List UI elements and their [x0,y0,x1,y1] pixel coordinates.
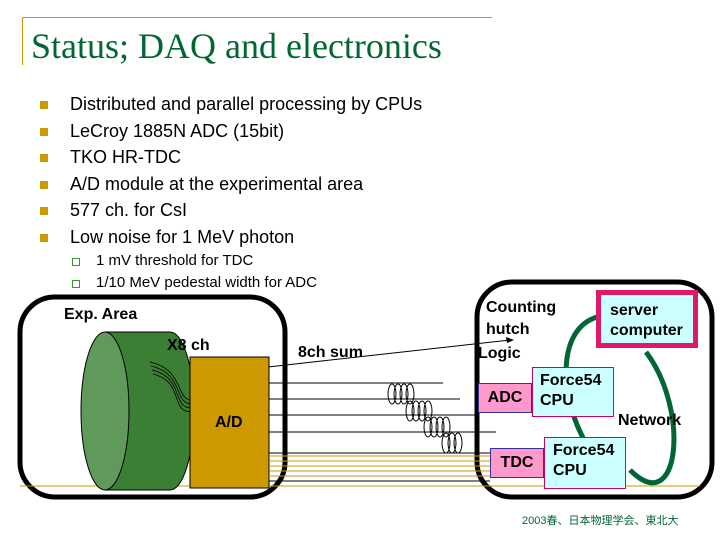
delay-coils [387,383,463,454]
bullet-item: TKO HR-TDC [40,145,422,172]
title-top-rule [22,17,492,18]
sum-arrowhead [506,337,514,343]
x8ch-label: X8 ch [167,337,210,354]
bullet-item: 577 ch. for CsI [40,198,422,225]
footer-credit: 2003春、日本物理学会、東北大 [522,515,679,527]
adc-box: ADC [478,383,532,413]
square-bullet-icon [40,101,48,109]
sub-bullet-item: 1 mV threshold for TDC [70,251,317,273]
bullet-item: A/D module at the experimental area [40,172,422,199]
ad-module-box [189,356,270,489]
square-bullet-icon [40,233,48,242]
sum-label: 8ch sum [298,344,363,361]
square-bullet-icon [40,127,48,136]
ad-label: A/D [215,414,243,431]
hutch-label: hutch [486,321,530,338]
tdc-box: TDC [490,448,544,478]
square-bullet-icon [40,154,48,162]
bullet-item: LeCroy 1885N ADC (15bit) [40,119,422,146]
hollow-square-bullet-icon [72,258,80,266]
channel-cables [149,361,193,413]
sum-arrow [267,339,511,368]
square-bullet-icon [40,207,48,215]
square-bullet-icon [40,180,48,189]
counting-hutch-box [474,279,715,500]
slide-title: Status; DAQ and electronics [31,26,442,66]
signal-lines [268,382,496,482]
title-side-rule [22,17,23,65]
bullet-item: Distributed and parallel processing by C… [40,92,422,119]
network-label: Network [618,412,682,429]
exp-area-label: Exp. Area [64,306,138,323]
bullet-item: Low noise for 1 MeV photon [40,225,422,252]
sub-bullet-item: 1/10 MeV pedestal width for ADC [70,273,317,295]
hollow-square-bullet-icon [72,280,80,288]
logic-label: Logic [478,345,521,362]
sub-bullet-list: 1 mV threshold for TDC 1/10 MeV pedestal… [70,251,317,295]
counting-label: Counting [486,299,557,316]
bullet-list: Distributed and parallel processing by C… [40,92,422,251]
exp-area-box [17,294,288,500]
csi-cylinder [80,331,195,491]
